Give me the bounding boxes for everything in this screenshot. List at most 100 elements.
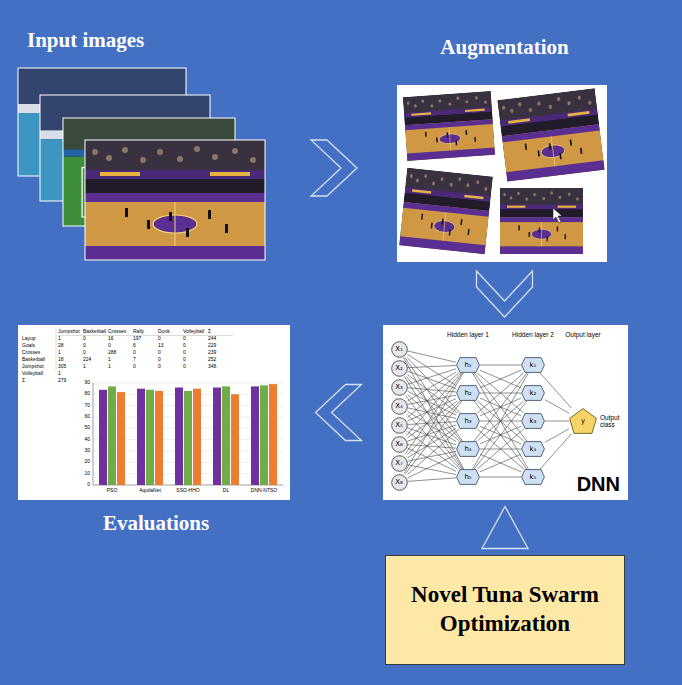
network-link bbox=[545, 421, 569, 422]
hex-outline bbox=[457, 414, 480, 429]
table-cell: 0 bbox=[158, 357, 161, 363]
neuron-label: X₈ bbox=[395, 479, 403, 486]
input-neuron: X₅ bbox=[391, 417, 408, 434]
network-link bbox=[404, 373, 463, 474]
table-cell: 18 bbox=[58, 357, 64, 363]
table-cell: Crosses bbox=[108, 329, 126, 335]
pent-outline bbox=[570, 409, 597, 434]
layer-label: Hidden layer 1 bbox=[443, 331, 493, 338]
neuron-label: k₅ bbox=[530, 474, 537, 481]
hidden-neuron: h₁ bbox=[456, 357, 480, 373]
table-cell: 6 bbox=[133, 343, 136, 349]
hidden-neuron: h₄ bbox=[456, 441, 480, 457]
optimizer-box: Novel Tuna Swarm Optimization bbox=[385, 555, 625, 665]
network-panel: DNNX₁X₂X₃X₄X₅X₆X₇X₈h₁h₂h₃h₄h₅k₁k₂k₃k₄k₅y… bbox=[383, 325, 628, 500]
network-link bbox=[406, 401, 462, 474]
axis-tick: 10 bbox=[74, 471, 90, 477]
axis-tick: 30 bbox=[74, 448, 90, 454]
circle-outline bbox=[391, 379, 407, 395]
table-cell: 229 bbox=[208, 343, 216, 349]
neuron-label: X₁ bbox=[395, 346, 403, 353]
neuron-label: y bbox=[581, 418, 585, 425]
network-link bbox=[406, 396, 462, 470]
neuron-label: h₃ bbox=[464, 418, 471, 425]
axis-category: AquilaNet bbox=[132, 488, 168, 494]
table-cell: Dunk bbox=[158, 329, 170, 335]
table-cell: 1 bbox=[58, 371, 61, 377]
hex-outline bbox=[522, 386, 545, 401]
table-cell: 1 bbox=[58, 336, 61, 342]
network-link bbox=[408, 455, 457, 478]
box-label: Novel Tuna Swarm Optimization bbox=[396, 581, 614, 639]
table-cell: 1 bbox=[108, 364, 111, 370]
panel-heading: Evaluations bbox=[18, 511, 294, 536]
circle-outline bbox=[391, 341, 407, 357]
table-cell: 0 bbox=[83, 350, 86, 356]
table-cell: Jumpshot bbox=[22, 364, 44, 370]
box-label: DNN bbox=[577, 473, 620, 496]
network-link bbox=[408, 422, 457, 425]
hidden-neuron: h₅ bbox=[456, 469, 480, 485]
network-link bbox=[474, 401, 527, 469]
hidden-neuron: k₂ bbox=[521, 385, 545, 401]
table-cell: Volleyball bbox=[22, 371, 43, 377]
table-cell: 0 bbox=[183, 343, 186, 349]
hidden-neuron: k₅ bbox=[521, 469, 545, 485]
table-cell: Σ bbox=[208, 329, 211, 335]
hex-outline bbox=[457, 358, 480, 373]
input-neuron: X₄ bbox=[391, 398, 408, 415]
network-link bbox=[480, 477, 521, 478]
table-cell: 13 bbox=[158, 343, 164, 349]
panel-heading: Input images bbox=[27, 28, 144, 53]
table-cell: 16 bbox=[108, 336, 114, 342]
axis-category: PSO bbox=[94, 488, 130, 494]
table-cell: 0 bbox=[183, 336, 186, 342]
network-link bbox=[480, 454, 521, 472]
table-cell: Goals bbox=[22, 343, 35, 349]
network-link bbox=[407, 401, 460, 455]
table-cell: 0 bbox=[158, 350, 161, 356]
table-cell: 279 bbox=[58, 378, 66, 384]
neuron-label: h₄ bbox=[464, 446, 471, 453]
table-cell: 1 bbox=[58, 350, 61, 356]
table-cell: Volleyball bbox=[183, 329, 204, 335]
hex-outline bbox=[522, 470, 545, 485]
table-cell: 0 bbox=[183, 364, 186, 370]
neuron-label: k₄ bbox=[530, 446, 537, 453]
table-cell: 288 bbox=[108, 350, 116, 356]
table-cell: 0 bbox=[83, 336, 86, 342]
axis-category: DL bbox=[208, 488, 244, 494]
hidden-neuron: h₃ bbox=[456, 413, 480, 429]
neuron-label: X₃ bbox=[395, 384, 403, 391]
table-cell: 0 bbox=[158, 336, 161, 342]
table-cell: 0 bbox=[183, 350, 186, 356]
axis-category: SSO-HHO bbox=[170, 488, 206, 494]
neuron-label: k₃ bbox=[530, 418, 537, 425]
input-neuron: X₁ bbox=[391, 341, 408, 358]
table-cell: 252 bbox=[208, 357, 216, 363]
network-link bbox=[408, 425, 457, 441]
panel-group: Input images bbox=[15, 28, 273, 264]
table-cell: Σ bbox=[22, 378, 25, 384]
table-cell: 0 bbox=[183, 357, 186, 363]
network-link bbox=[408, 366, 457, 368]
network-link bbox=[474, 401, 527, 469]
neuron-label: k₂ bbox=[530, 390, 537, 397]
layer-label: Output layer bbox=[558, 331, 608, 338]
table-cell: 0 bbox=[133, 350, 136, 356]
table-cell: 1 bbox=[108, 357, 111, 363]
network-link bbox=[408, 354, 457, 385]
table-cell: Layup bbox=[22, 336, 36, 342]
hidden-neuron: k₄ bbox=[521, 441, 545, 457]
neuron-label: h₂ bbox=[464, 390, 471, 397]
neuron-label: h₅ bbox=[464, 474, 471, 481]
table-cell: Crosses bbox=[22, 350, 40, 356]
neuron-label: X₆ bbox=[395, 441, 403, 448]
input-neuron: X₇ bbox=[391, 455, 408, 472]
hex-outline bbox=[457, 386, 480, 401]
hex-outline bbox=[457, 442, 480, 457]
layer-label: Output class bbox=[600, 414, 626, 429]
network-link bbox=[540, 434, 571, 469]
table-cell: 0 bbox=[83, 343, 86, 349]
panel-group: EvaluationsJumpshotBasketballCrossesRall… bbox=[18, 325, 294, 550]
